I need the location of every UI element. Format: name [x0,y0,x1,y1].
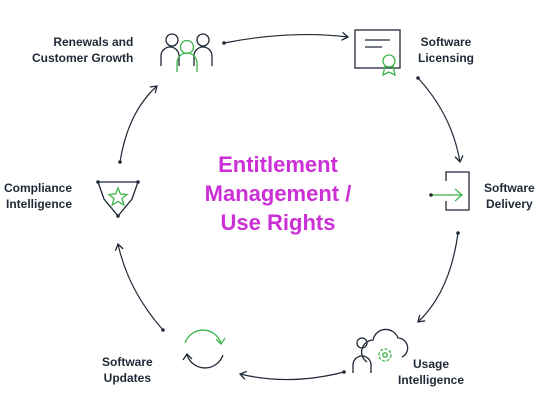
node-label-updates: Software Updates [102,355,153,385]
arc-updates-to-compliance [114,242,164,331]
node-label-licensing: Software Licensing [418,35,475,65]
certificate-icon [354,29,401,77]
refresh-cycle-icon [182,329,226,369]
node-label-delivery: Software Delivery [484,181,535,211]
node-label-usage: Usage Intelligence [398,357,465,387]
delivery-arrow-icon [429,171,470,211]
center-title-line-1: Entitlement [218,152,338,177]
usage-cloud-gear-icon [352,328,409,373]
node-label-compliance: Compliance Intelligence [4,181,73,211]
node-label-renewals: Renewals and Customer Growth [32,35,134,65]
arc-usage-to-updates [238,370,345,381]
arc-renewals-to-licensing [223,31,350,44]
shield-star-icon [96,180,140,218]
people-group-icon [160,33,213,72]
arc-delivery-to-usage [417,232,459,323]
center-title-line-2: Management / [204,181,352,206]
center-title-line-3: Use Rights [220,210,336,235]
center-title: Entitlement Management / Use Rights [168,150,388,237]
arc-compliance-to-renewals [119,85,158,163]
arc-licensing-to-delivery [417,77,464,164]
